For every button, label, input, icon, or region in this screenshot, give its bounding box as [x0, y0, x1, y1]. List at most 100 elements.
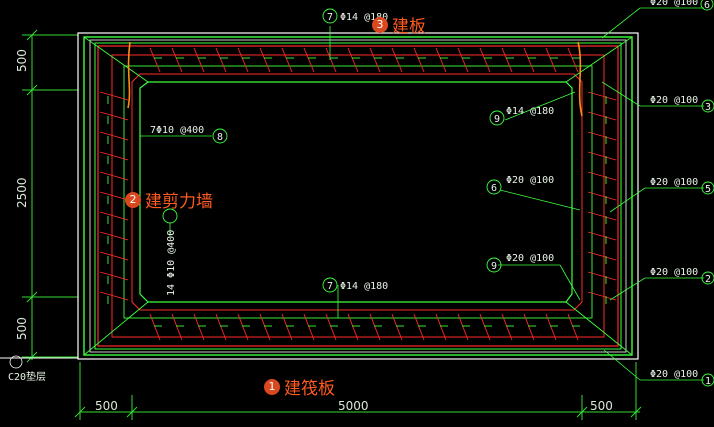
stirrup-tick: [587, 271, 617, 281]
stirrup-tick: [99, 211, 129, 221]
stirrup-tick: [99, 111, 129, 121]
bubble-inner-9-bottom-num: 9: [491, 261, 497, 272]
bubble-left-8-num: 8: [217, 132, 223, 143]
label-right-1: Φ20 @100: [650, 369, 698, 380]
stirrup-tick: [587, 231, 617, 241]
stirrup-tick: [259, 47, 271, 73]
stirrup-tick: [391, 47, 403, 73]
left-dimension-chain: [22, 29, 78, 363]
dim-left-bottom: 500: [15, 317, 29, 340]
stirrup-tick: [567, 313, 579, 341]
label-left-8: 7Φ10 @400: [150, 125, 204, 136]
bubble-right-3-num: 3: [705, 102, 711, 113]
dim-left-middle: 2500: [15, 177, 29, 208]
middle-red-rebar: [111, 54, 605, 338]
stirrup-tick: [391, 313, 403, 341]
dim-bottom-middle: 5000: [338, 399, 369, 413]
stirrup-tick: [325, 313, 337, 341]
label-right-6: Φ20 @100: [650, 0, 698, 8]
stirrup-tick: [523, 313, 535, 341]
leader-lines: [140, 7, 704, 381]
stirrup-tick: [99, 271, 129, 281]
bubble-right-6-num: 6: [704, 0, 710, 11]
bubble-right-1: [701, 373, 714, 387]
stirrup-tick: [99, 191, 129, 201]
annotation-shear-wall-num: 2: [125, 191, 141, 208]
stirrup-tick: [457, 47, 469, 73]
bubble-inner-9-bottom: [486, 257, 502, 273]
stirrup-tick: [587, 151, 617, 161]
bubble-right-5-num: 5: [705, 184, 711, 195]
bubble-inner-9-top-num: 9: [494, 114, 500, 125]
label-left-vertical: 14 Φ10 @400: [166, 230, 177, 296]
bubble-inner-9-top: [489, 110, 505, 126]
stirrup-tick: [237, 47, 249, 73]
stirrup-tick: [99, 291, 129, 301]
bubble-inner-6-num: 6: [491, 183, 497, 194]
label-inner-9-bottom: Φ20 @100: [506, 253, 554, 264]
annotation-slab-text: 建板: [392, 17, 426, 37]
slab-edge-curve-left: [127, 41, 131, 109]
label-inner-9-top: Φ14 @180: [506, 106, 554, 117]
label-right-2: Φ20 @100: [650, 267, 698, 278]
stirrup-tick: [193, 47, 205, 73]
outer-red-rebar: [97, 45, 619, 347]
bubble-left-vertical: [162, 208, 178, 224]
bubble-right-1-num: 1: [705, 376, 711, 387]
stirrup-tick: [501, 313, 513, 341]
stirrup-tick: [281, 47, 293, 73]
stirrup-tick: [303, 47, 315, 73]
outer-green-rebar: [83, 36, 633, 356]
stirrup-tick: [479, 47, 491, 73]
stirrup-tick: [171, 47, 183, 73]
bubble-left-8: [212, 128, 228, 144]
wall-green-rebar: [123, 65, 593, 319]
stirrup-tick: [587, 251, 617, 261]
stirrup-tick: [369, 313, 381, 341]
stirrup-tick: [193, 313, 205, 341]
label-bottom-7: Φ14 @180: [340, 281, 388, 292]
annotation-raft-text: 建筏板: [284, 379, 335, 399]
annotation-shear-wall: 2 建剪力墙: [125, 187, 213, 212]
stirrup-tick: [587, 111, 617, 121]
wall-inner-red-rebar: [131, 73, 583, 311]
stirrup-tick: [587, 171, 617, 181]
bubble-top-7-num: 7: [327, 12, 333, 23]
stirrup-tick: [435, 47, 447, 73]
stirrup-tick: [347, 313, 359, 341]
stirrup-tick: [587, 291, 617, 301]
stirrup-tick: [303, 313, 315, 341]
stirrup-tick: [99, 251, 129, 261]
stirrup-tick: [347, 47, 359, 73]
stirrup-tick: [369, 47, 381, 73]
stirrup-tick: [215, 47, 227, 73]
stirrup-tick: [149, 47, 161, 73]
raft-outline: [77, 32, 639, 360]
stirrup-tick: [281, 313, 293, 341]
annotation-raft: 1 建筏板: [264, 374, 335, 399]
stirrup-tick: [99, 151, 129, 161]
label-top-7: Φ14 @180: [340, 12, 388, 23]
label-right-5: Φ20 @100: [650, 177, 698, 188]
stirrup-tick: [587, 191, 617, 201]
annotation-slab: 3 建板: [372, 12, 426, 37]
stirrup-tick: [523, 47, 535, 73]
annotation-raft-num: 1: [264, 378, 280, 395]
stirrup-tick: [99, 171, 129, 181]
stirrup-tick: [413, 47, 425, 73]
bubble-right-5: [701, 181, 714, 195]
stirrup-tick: [171, 313, 183, 341]
stirrup-tick: [99, 131, 129, 141]
stirrup-tick: [567, 47, 579, 73]
label-right-3: Φ20 @100: [650, 95, 698, 106]
dim-bottom-right: 500: [590, 399, 613, 413]
bubble-right-6: [700, 0, 714, 11]
annotation-slab-num: 3: [372, 16, 388, 33]
stirrup-tick: [99, 231, 129, 241]
concrete-label: C20垫层: [8, 370, 46, 383]
stirrup-tick: [215, 313, 227, 341]
bubble-right-3: [701, 99, 714, 113]
bubble-inner-6: [486, 179, 502, 195]
outer-green-rebar-2: [94, 42, 622, 350]
stirrup-tick: [545, 47, 557, 73]
